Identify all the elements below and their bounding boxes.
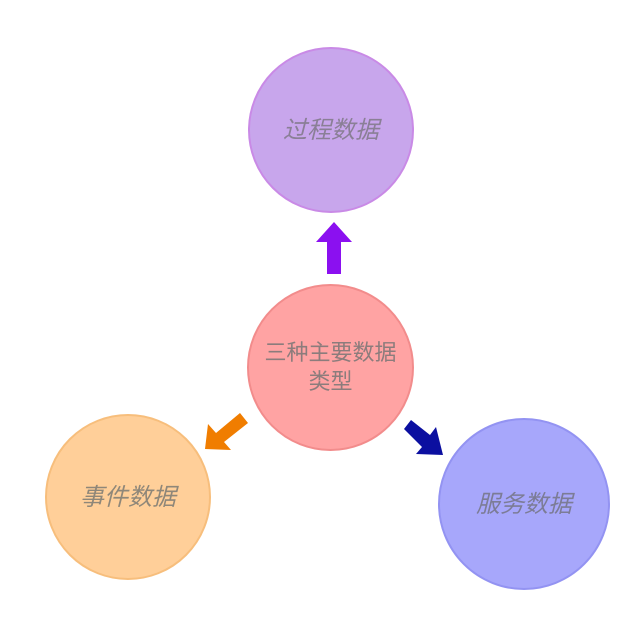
- arrow-down-right-icon: [404, 420, 443, 455]
- three-data-types-label: 三种主要数据类型: [264, 340, 397, 395]
- arrow-up-shape: [316, 222, 352, 274]
- process-data-label: 过程数据: [283, 116, 379, 144]
- arrow-down-left-shape: [205, 413, 248, 450]
- event-data-label: 事件数据: [80, 483, 176, 511]
- arrow-down-right-shape: [404, 420, 443, 455]
- arrow-down-left-icon: [205, 413, 248, 450]
- service-data-node: 服务数据: [438, 418, 610, 590]
- event-data-node: 事件数据: [45, 414, 211, 580]
- arrow-up-icon: [316, 222, 352, 274]
- service-data-label: 服务数据: [476, 490, 572, 518]
- process-data-node: 过程数据: [248, 47, 414, 213]
- three-data-types-node: 三种主要数据类型: [247, 284, 414, 451]
